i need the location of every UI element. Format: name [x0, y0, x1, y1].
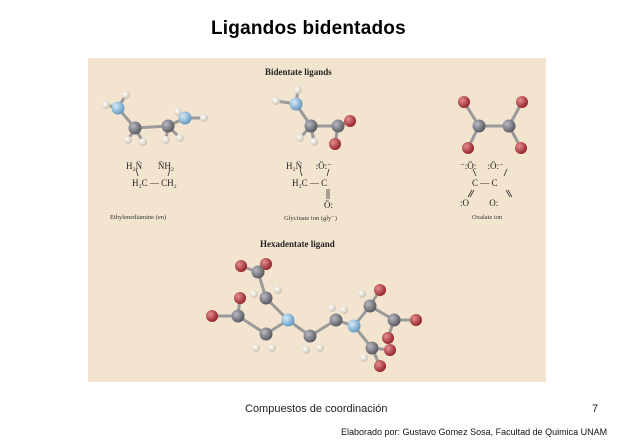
- ligand-figure: Bidentate ligands Hexadentate ligand H₂N…: [88, 58, 546, 382]
- oxalate-atoms: [458, 96, 528, 154]
- edta-atoms: [206, 258, 422, 372]
- slide-title: Ligandos bidentados: [211, 18, 406, 39]
- gly-formula-line3: Ö:: [324, 200, 333, 210]
- molecule-illustrations: [102, 86, 528, 372]
- author-credit: Elaborado por: Gustavo Gomez Sosa, Facul…: [341, 427, 608, 437]
- en-formula-line2: H₂C — CH₂: [132, 178, 177, 188]
- glycinate-model: [275, 89, 351, 145]
- ox-formula-line3: :O O:: [460, 198, 499, 208]
- gly-formula-line1: H₂N̈ :Ö:⁻: [286, 161, 332, 171]
- glycinate-atoms: [272, 86, 356, 150]
- gly-caption: Glycinate ion (gly⁻): [284, 215, 337, 222]
- lewis-bonds: [135, 168, 513, 199]
- en-caption: Ethylenediamine (en): [110, 214, 167, 221]
- heading-bidentate: Bidentate ligands: [265, 67, 332, 77]
- gly-formula-line2: H₂C — C: [292, 178, 328, 188]
- ethylenediamine-atoms: [102, 91, 208, 146]
- heading-hexadentate: Hexadentate ligand: [260, 239, 335, 249]
- ox-formula-line1: ⁻:Ö: :Ö:⁻: [460, 161, 504, 171]
- footer-title: Compuestos de coordinación: [245, 403, 388, 415]
- ox-caption: Oxalate ion: [472, 214, 503, 221]
- en-formula-line1: H₂N̈ N̈H₂: [126, 161, 175, 171]
- ox-formula-line2: C — C: [472, 178, 498, 188]
- page-number: 7: [592, 403, 599, 415]
